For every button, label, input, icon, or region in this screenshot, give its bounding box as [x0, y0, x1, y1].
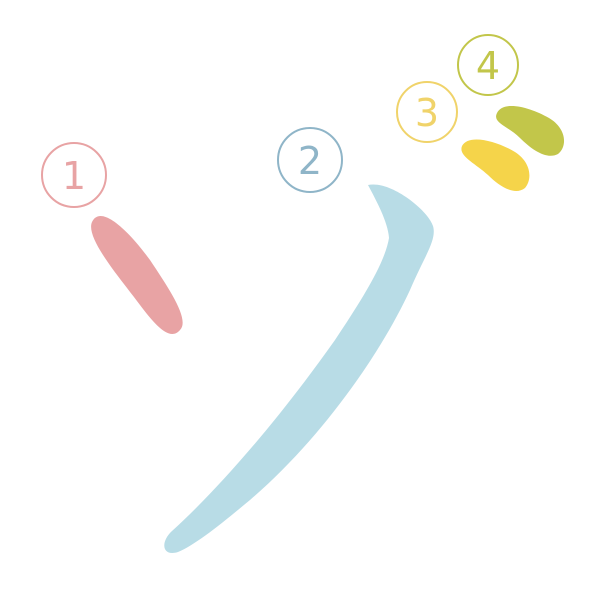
stroke-number-badge-2: 2 — [277, 127, 343, 193]
stroke-4 — [496, 105, 565, 156]
svg-text:2: 2 — [298, 139, 322, 183]
stroke-1 — [91, 215, 183, 334]
svg-text:3: 3 — [415, 91, 439, 135]
stroke-3 — [461, 139, 530, 192]
stroke-2 — [164, 184, 434, 553]
svg-text:1: 1 — [62, 154, 86, 198]
stroke-number-badge-3: 3 — [396, 81, 458, 143]
svg-text:4: 4 — [476, 44, 500, 88]
stroke-number-badge-1: 1 — [41, 142, 107, 208]
stroke-number-badge-4: 4 — [457, 34, 519, 96]
